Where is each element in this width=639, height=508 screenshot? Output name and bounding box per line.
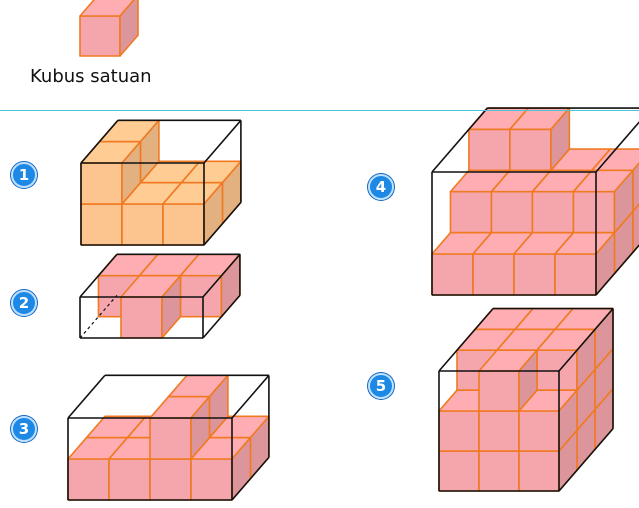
box-edge bbox=[438, 308, 494, 372]
cube-front-face bbox=[438, 450, 480, 492]
cube-front-face bbox=[79, 15, 121, 57]
figure-5-box bbox=[438, 307, 614, 492]
cube-front-face bbox=[121, 203, 164, 246]
box-edge bbox=[558, 308, 614, 372]
unit-cube bbox=[79, 0, 139, 57]
figure-1-box bbox=[80, 119, 242, 246]
unit-cube bbox=[80, 140, 142, 205]
cube-front-face bbox=[149, 458, 192, 501]
cube-front-face bbox=[120, 296, 163, 339]
unit-cube bbox=[190, 436, 252, 501]
figure-number-badge-5: 5 bbox=[368, 373, 394, 399]
cube-front-face bbox=[190, 458, 233, 501]
cube-front-face bbox=[431, 253, 474, 296]
cube-front-face bbox=[449, 190, 493, 234]
unit-cube bbox=[120, 274, 182, 339]
figure-number-badge-4: 4 bbox=[368, 174, 394, 200]
box-edge bbox=[202, 253, 241, 298]
cube-front-face bbox=[509, 128, 552, 172]
box-edge bbox=[231, 456, 270, 501]
cube-front-face bbox=[108, 458, 151, 501]
cube-front-face bbox=[518, 450, 560, 492]
cube-front-face bbox=[478, 370, 520, 412]
figure-4-box bbox=[431, 107, 639, 296]
box-edge bbox=[431, 107, 488, 173]
cube-side-face bbox=[190, 395, 211, 460]
figure-number-badge-2: 2 bbox=[11, 290, 37, 316]
cube-side-face bbox=[518, 349, 538, 412]
cube-front-face bbox=[80, 162, 123, 205]
cube-front-face bbox=[80, 203, 123, 246]
cube-front-face bbox=[554, 253, 597, 296]
cube-front-face bbox=[478, 450, 520, 492]
cube-front-face bbox=[513, 253, 556, 296]
box-edge bbox=[595, 121, 639, 173]
cube-top-face bbox=[79, 0, 135, 17]
cube-front-face bbox=[490, 190, 534, 234]
cube-side-face bbox=[161, 274, 182, 339]
box-edge bbox=[202, 294, 241, 339]
box-edge bbox=[203, 201, 242, 246]
figure-number-badge-1: 1 bbox=[11, 162, 37, 188]
cube-front-face bbox=[162, 203, 205, 246]
cube-side-face bbox=[121, 140, 142, 205]
cube-front-face bbox=[468, 128, 511, 172]
box-edge bbox=[203, 119, 242, 164]
figure-number-badge-3: 3 bbox=[11, 416, 37, 442]
box-edge bbox=[79, 253, 118, 298]
unit-cube bbox=[572, 169, 634, 234]
figure-3-box bbox=[67, 374, 270, 501]
cube-front-face bbox=[531, 190, 575, 234]
cube-front-face bbox=[438, 410, 480, 452]
cube-side-face bbox=[119, 0, 139, 57]
unit-cube bbox=[162, 181, 224, 246]
cube-front-face bbox=[518, 410, 560, 452]
box-edge bbox=[67, 374, 106, 419]
unit-cube bbox=[149, 395, 211, 460]
box-edge bbox=[558, 428, 614, 492]
legend-label: Kubus satuan bbox=[30, 66, 152, 87]
cube-side-face bbox=[613, 169, 634, 234]
cube-front-face bbox=[478, 410, 520, 452]
box-edge bbox=[595, 244, 639, 296]
unit-cube bbox=[509, 107, 571, 172]
cube-front-face bbox=[67, 458, 110, 501]
cube-front-face bbox=[149, 417, 192, 460]
figure-2-box bbox=[79, 253, 241, 339]
box-edge bbox=[231, 374, 270, 419]
divider-line bbox=[0, 110, 639, 111]
cube-front-face bbox=[472, 253, 515, 296]
cube-front-face bbox=[572, 190, 616, 234]
unit-cube bbox=[478, 349, 538, 412]
box-edge bbox=[80, 119, 119, 164]
legend-unit-cube bbox=[79, 0, 139, 57]
